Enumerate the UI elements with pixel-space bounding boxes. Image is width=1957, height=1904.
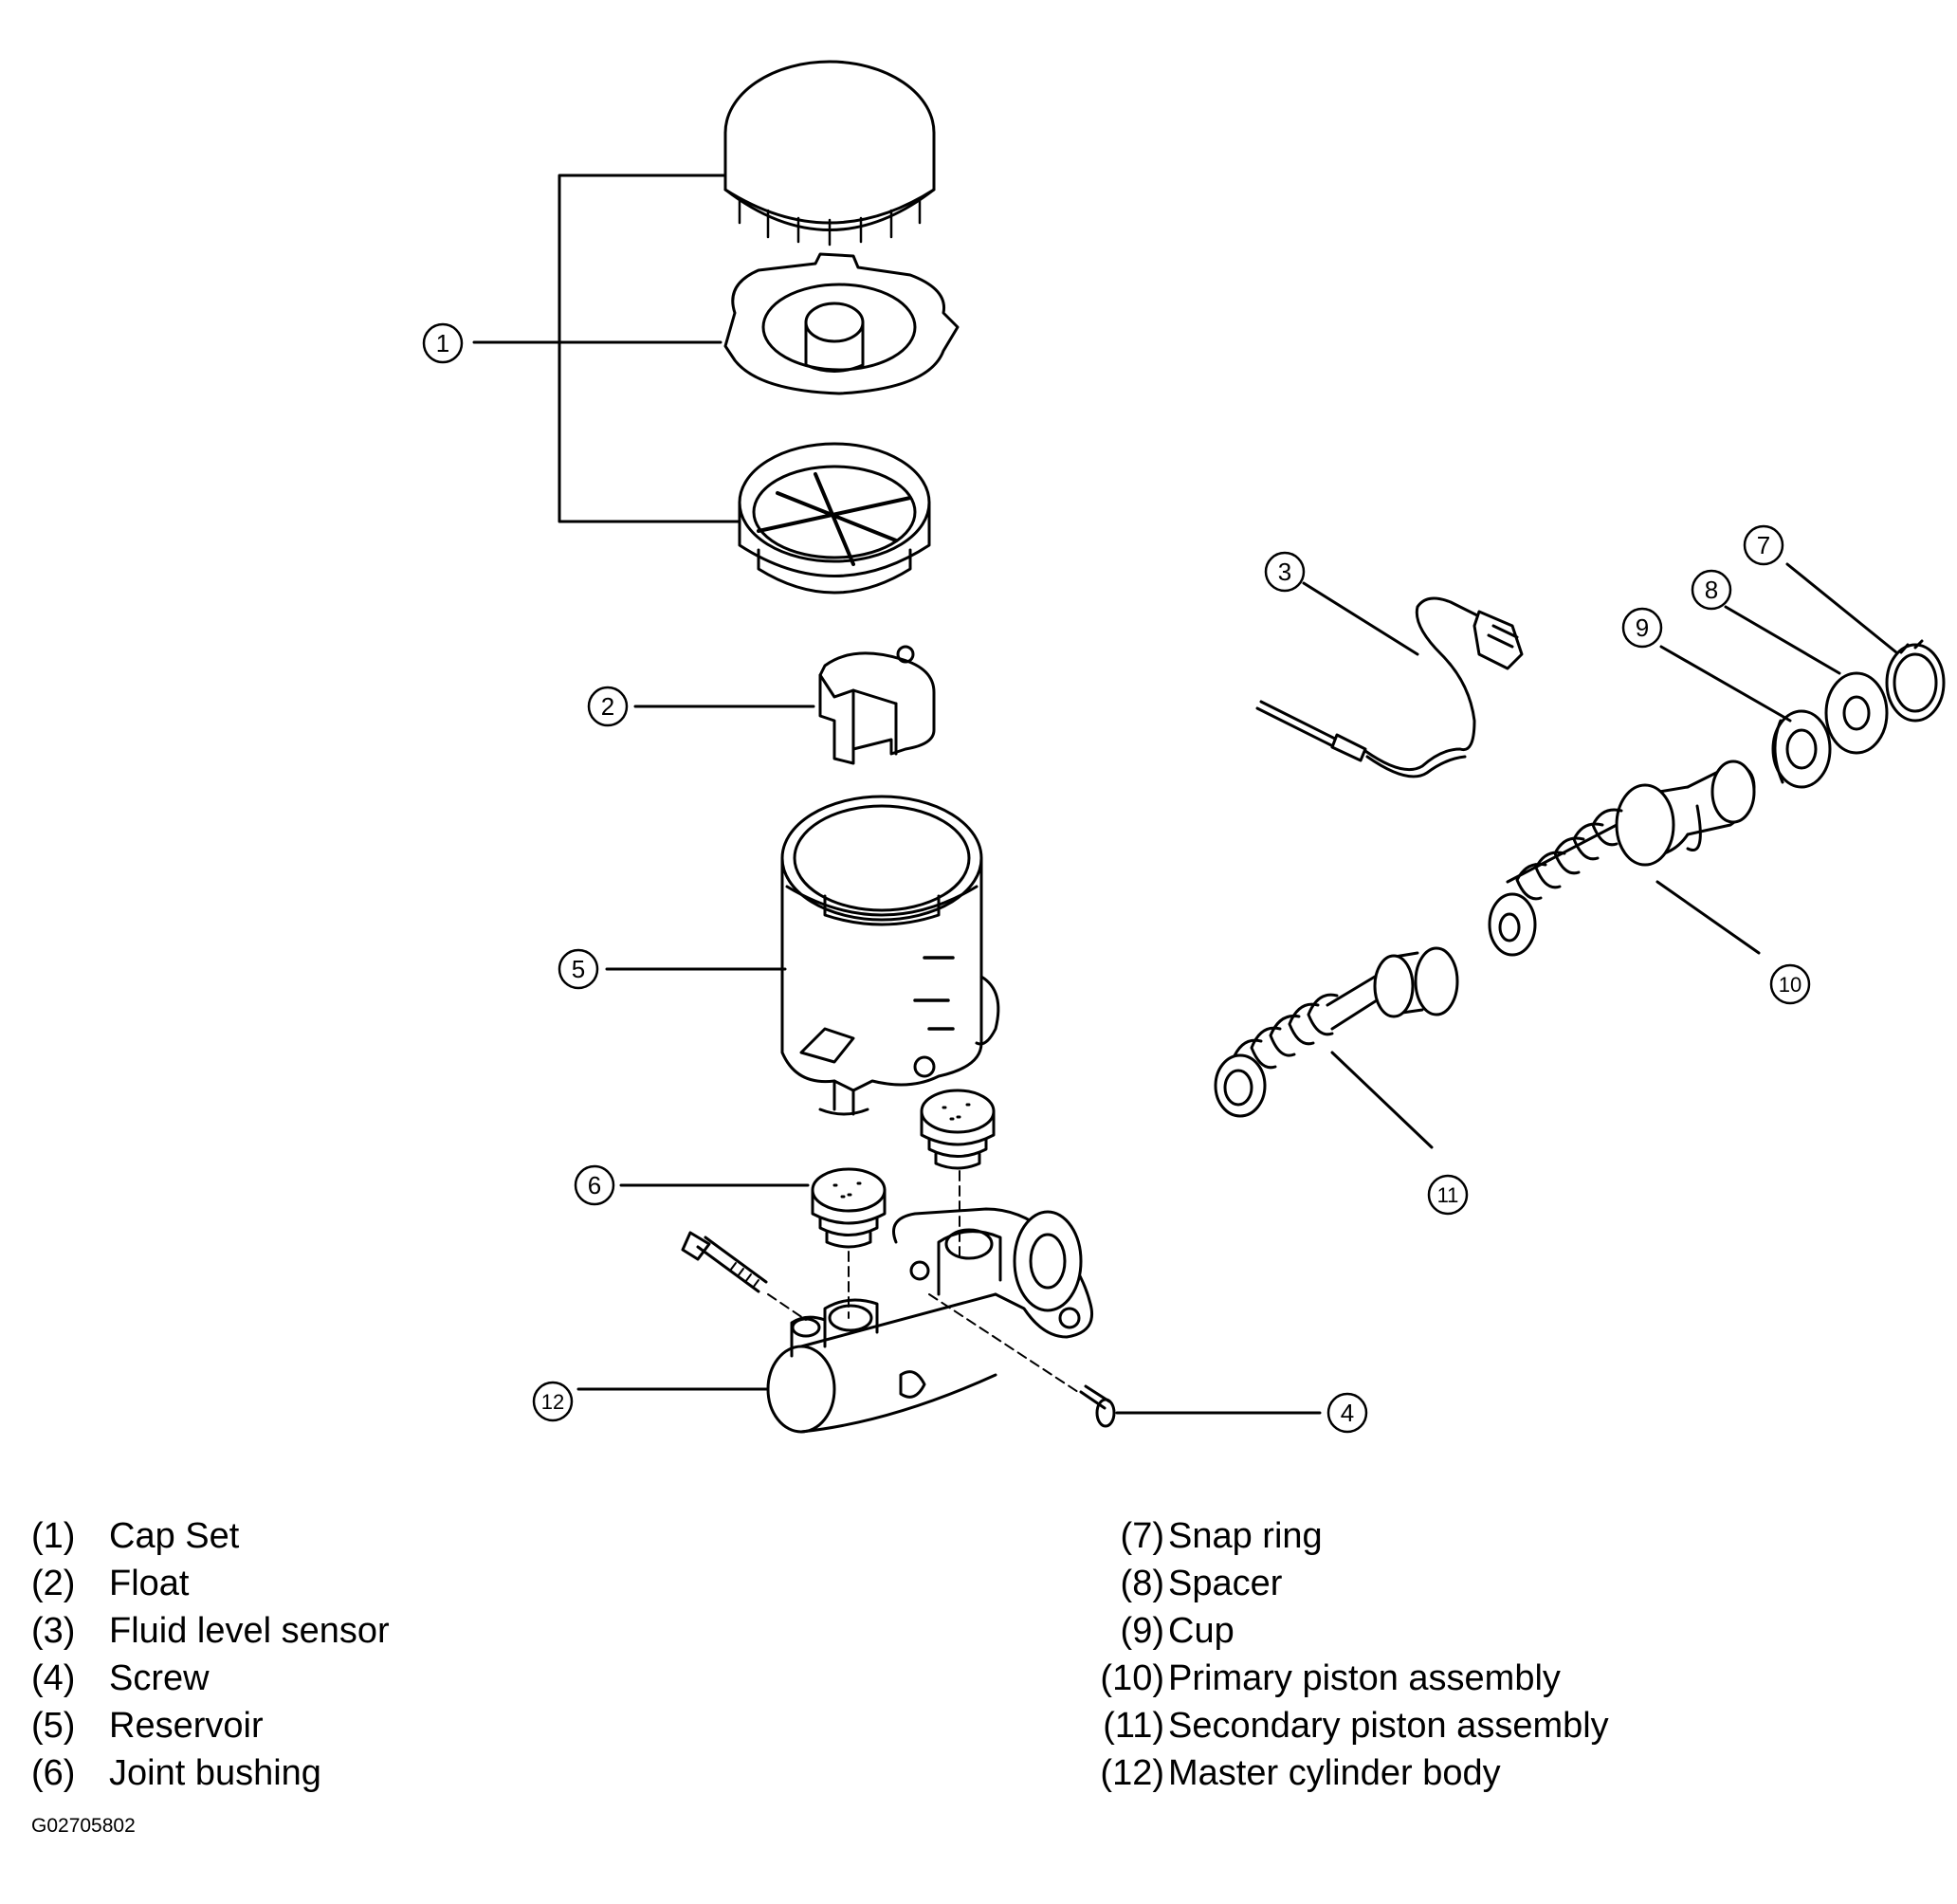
leader-9 [1659, 645, 1792, 723]
legend-number: (3) [31, 1611, 76, 1651]
legend-label: Primary piston assembly [1168, 1658, 1561, 1698]
secondary-piston-assembly [1214, 946, 1459, 1118]
callout-11-circle [1427, 1174, 1469, 1216]
legend-item: (11)Secondary piston assembly [1087, 1702, 1609, 1749]
legend-label: Master cylinder body [1168, 1753, 1501, 1793]
callout-1-circle [422, 322, 464, 364]
bolt-axis [767, 1293, 807, 1321]
master-cylinder-body [766, 1207, 1093, 1434]
leader-3 [1302, 581, 1419, 656]
legend-label: Reservoir [109, 1706, 264, 1746]
snap-ring-part [1885, 639, 1946, 723]
joint-bushing-right [920, 1089, 996, 1170]
legend-number: (12) [1100, 1753, 1164, 1793]
legend-item: (12)Master cylinder body [1087, 1749, 1609, 1797]
callout-12: 12 [541, 1390, 564, 1414]
callout-3: 3 [1278, 558, 1291, 586]
spacer-part [1824, 671, 1889, 755]
leader-11 [1330, 1051, 1434, 1149]
leader-8 [1724, 605, 1841, 675]
callout-2-circle [587, 686, 629, 727]
legend-item: (3) Fluid level sensor [31, 1607, 390, 1655]
legend-item: (1) Cap Set [31, 1512, 390, 1560]
legend-number: (8) [1120, 1564, 1164, 1603]
legend-label: Cup [1168, 1611, 1235, 1651]
legend-item: (2) Float [31, 1560, 390, 1607]
legend-item: (9)Cup [1087, 1607, 1609, 1655]
legend-number: (7) [1120, 1516, 1164, 1556]
callout-6-circle [574, 1164, 615, 1206]
callout-4: 4 [1341, 1399, 1354, 1427]
legend-label: Float [109, 1564, 190, 1603]
legend-label: Spacer [1168, 1564, 1283, 1603]
callout-10: 10 [1779, 973, 1802, 997]
callout-11: 11 [1437, 1183, 1459, 1207]
legend-label: Screw [109, 1658, 210, 1698]
legend-item: (4) Screw [31, 1655, 390, 1702]
mounting-bolt [681, 1231, 768, 1293]
callout-4-circle [1326, 1392, 1368, 1434]
cap-filter-insert [723, 252, 960, 395]
callout-7: 7 [1757, 531, 1770, 559]
callout-8: 8 [1705, 576, 1718, 604]
legend-label: Fluid level sensor [109, 1611, 390, 1651]
float-part [818, 645, 936, 765]
joint-bushing-left [811, 1167, 887, 1249]
callout-6: 6 [588, 1171, 601, 1199]
screw-part [1079, 1384, 1116, 1428]
legend-number: (4) [31, 1658, 76, 1698]
legend-item: (5) Reservoir [31, 1702, 390, 1749]
legend-item: (7)Snap ring [1087, 1512, 1609, 1560]
callout-1: 1 [436, 329, 449, 357]
cup-part [1771, 709, 1832, 789]
legend-number: (2) [31, 1564, 76, 1603]
callout-2: 2 [601, 692, 614, 721]
callout-5: 5 [572, 955, 585, 983]
legend-item: (10)Primary piston assembly [1087, 1655, 1609, 1702]
callout-9: 9 [1636, 613, 1649, 642]
legend-right: (7)Snap ring (8)Spacer (9)Cup (10)Primar… [1087, 1512, 1609, 1797]
legend-number: (6) [31, 1753, 76, 1793]
callout-7-circle [1743, 524, 1784, 566]
legend-label: Snap ring [1168, 1516, 1323, 1556]
legend-item: (6) Joint bushing [31, 1749, 390, 1797]
legend-number: (10) [1100, 1658, 1164, 1698]
callout-3-circle [1264, 551, 1306, 593]
cap-seal-ring [738, 442, 931, 595]
legend-label: Cap Set [109, 1516, 240, 1556]
figure-code: G02705802 [31, 1815, 136, 1837]
legend-number: (9) [1120, 1611, 1164, 1651]
fluid-level-sensor [1255, 596, 1524, 778]
screw-axis [928, 1293, 1082, 1395]
callout-8-circle [1691, 569, 1732, 611]
legend-left: (1) Cap Set (2) Float (3) Fluid level senso… [31, 1512, 390, 1797]
reservoir-body [780, 795, 1000, 1116]
callout-5-circle [558, 948, 599, 990]
legend-number: (11) [1103, 1706, 1164, 1746]
callout-12-circle [532, 1381, 574, 1422]
cap-set-bracket [472, 174, 741, 523]
primary-piston-assembly [1488, 760, 1756, 957]
reservoir-cap [723, 60, 936, 247]
legend-number: (5) [31, 1706, 76, 1746]
legend-number: (1) [31, 1516, 76, 1556]
legend-item: (8)Spacer [1087, 1560, 1609, 1607]
callout-10-circle [1769, 963, 1811, 1005]
leader-10 [1655, 880, 1761, 955]
legend-label: Secondary piston assembly [1168, 1706, 1609, 1746]
callout-9-circle [1621, 607, 1663, 649]
leader-7 [1785, 562, 1898, 654]
legend-label: Joint bushing [109, 1753, 321, 1793]
